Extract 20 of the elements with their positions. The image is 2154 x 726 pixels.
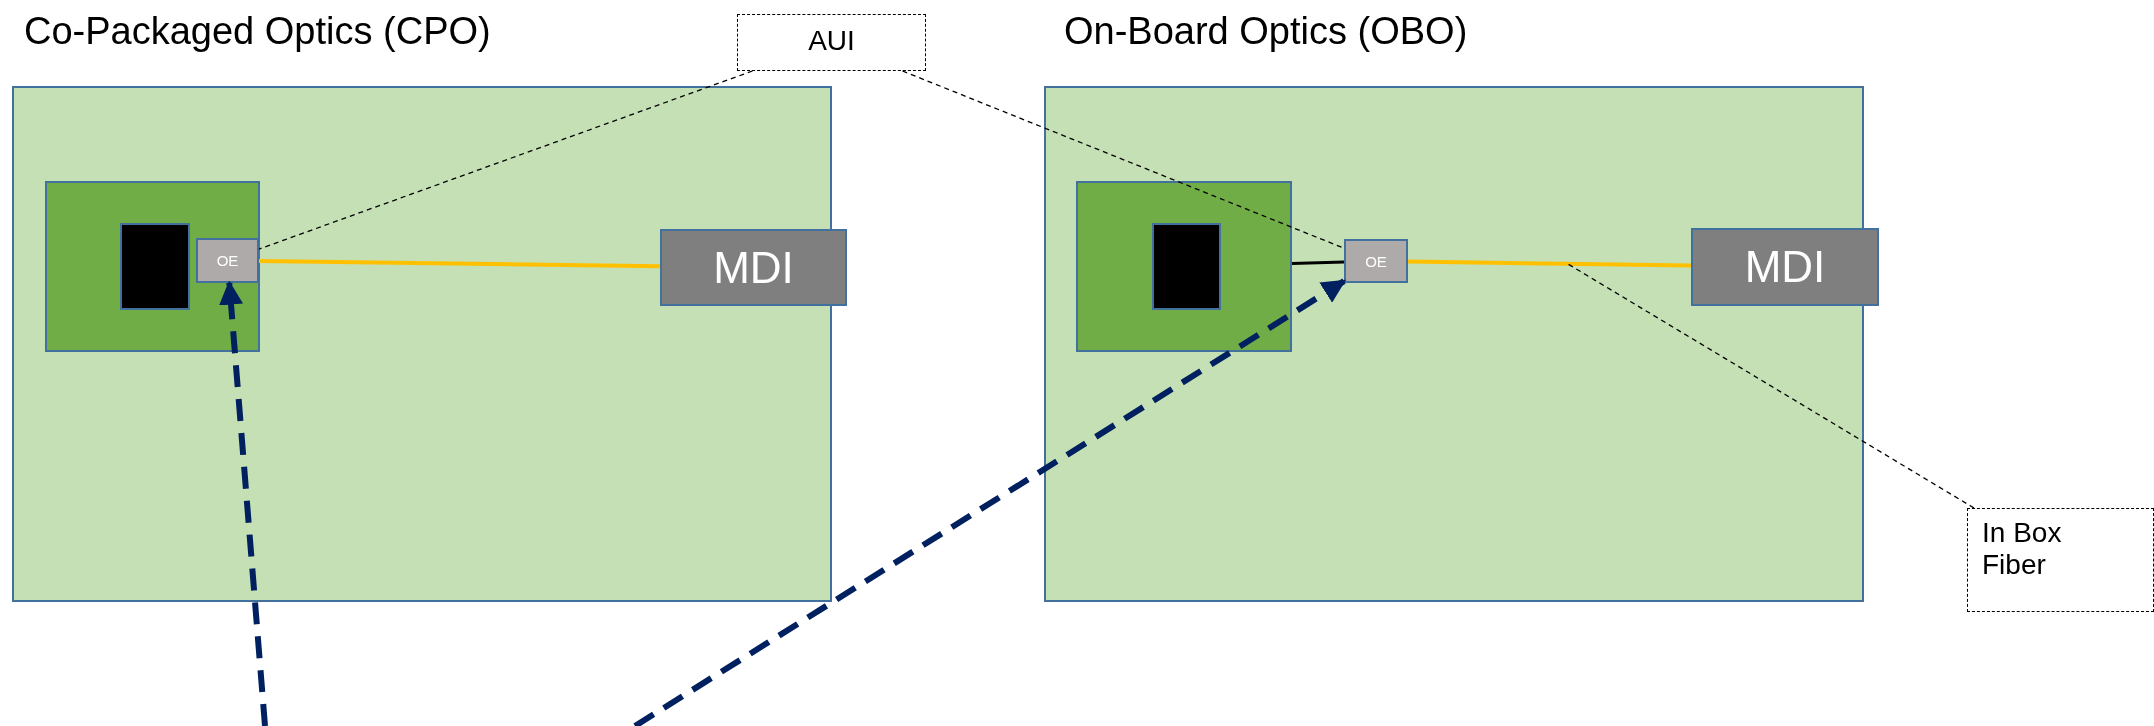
callout-box: In Box Fiber [1967, 508, 2154, 612]
leader-line [901, 70, 1345, 249]
chip-package [1076, 181, 1292, 352]
leader-line [1567, 263, 1975, 509]
mdi-connector-box: MDI [660, 229, 847, 306]
connector-line [1407, 259, 1692, 268]
connector-line [1291, 260, 1345, 265]
mdi-connector-box: MDI [1691, 228, 1879, 306]
chip-package [45, 181, 260, 352]
board-heading: On-Board Optics (OBO) [1064, 10, 1468, 53]
connector-line [258, 258, 661, 269]
callout-box: AUI [737, 14, 926, 71]
chip-die [120, 223, 190, 310]
arrow [633, 278, 1347, 726]
leader-line [258, 70, 754, 250]
arrow [219, 280, 268, 726]
chip-die [1152, 223, 1221, 310]
board-heading: Co-Packaged Optics (CPO) [24, 10, 491, 53]
optical-engine-box: OE [196, 238, 259, 283]
optical-engine-box: OE [1344, 239, 1408, 283]
